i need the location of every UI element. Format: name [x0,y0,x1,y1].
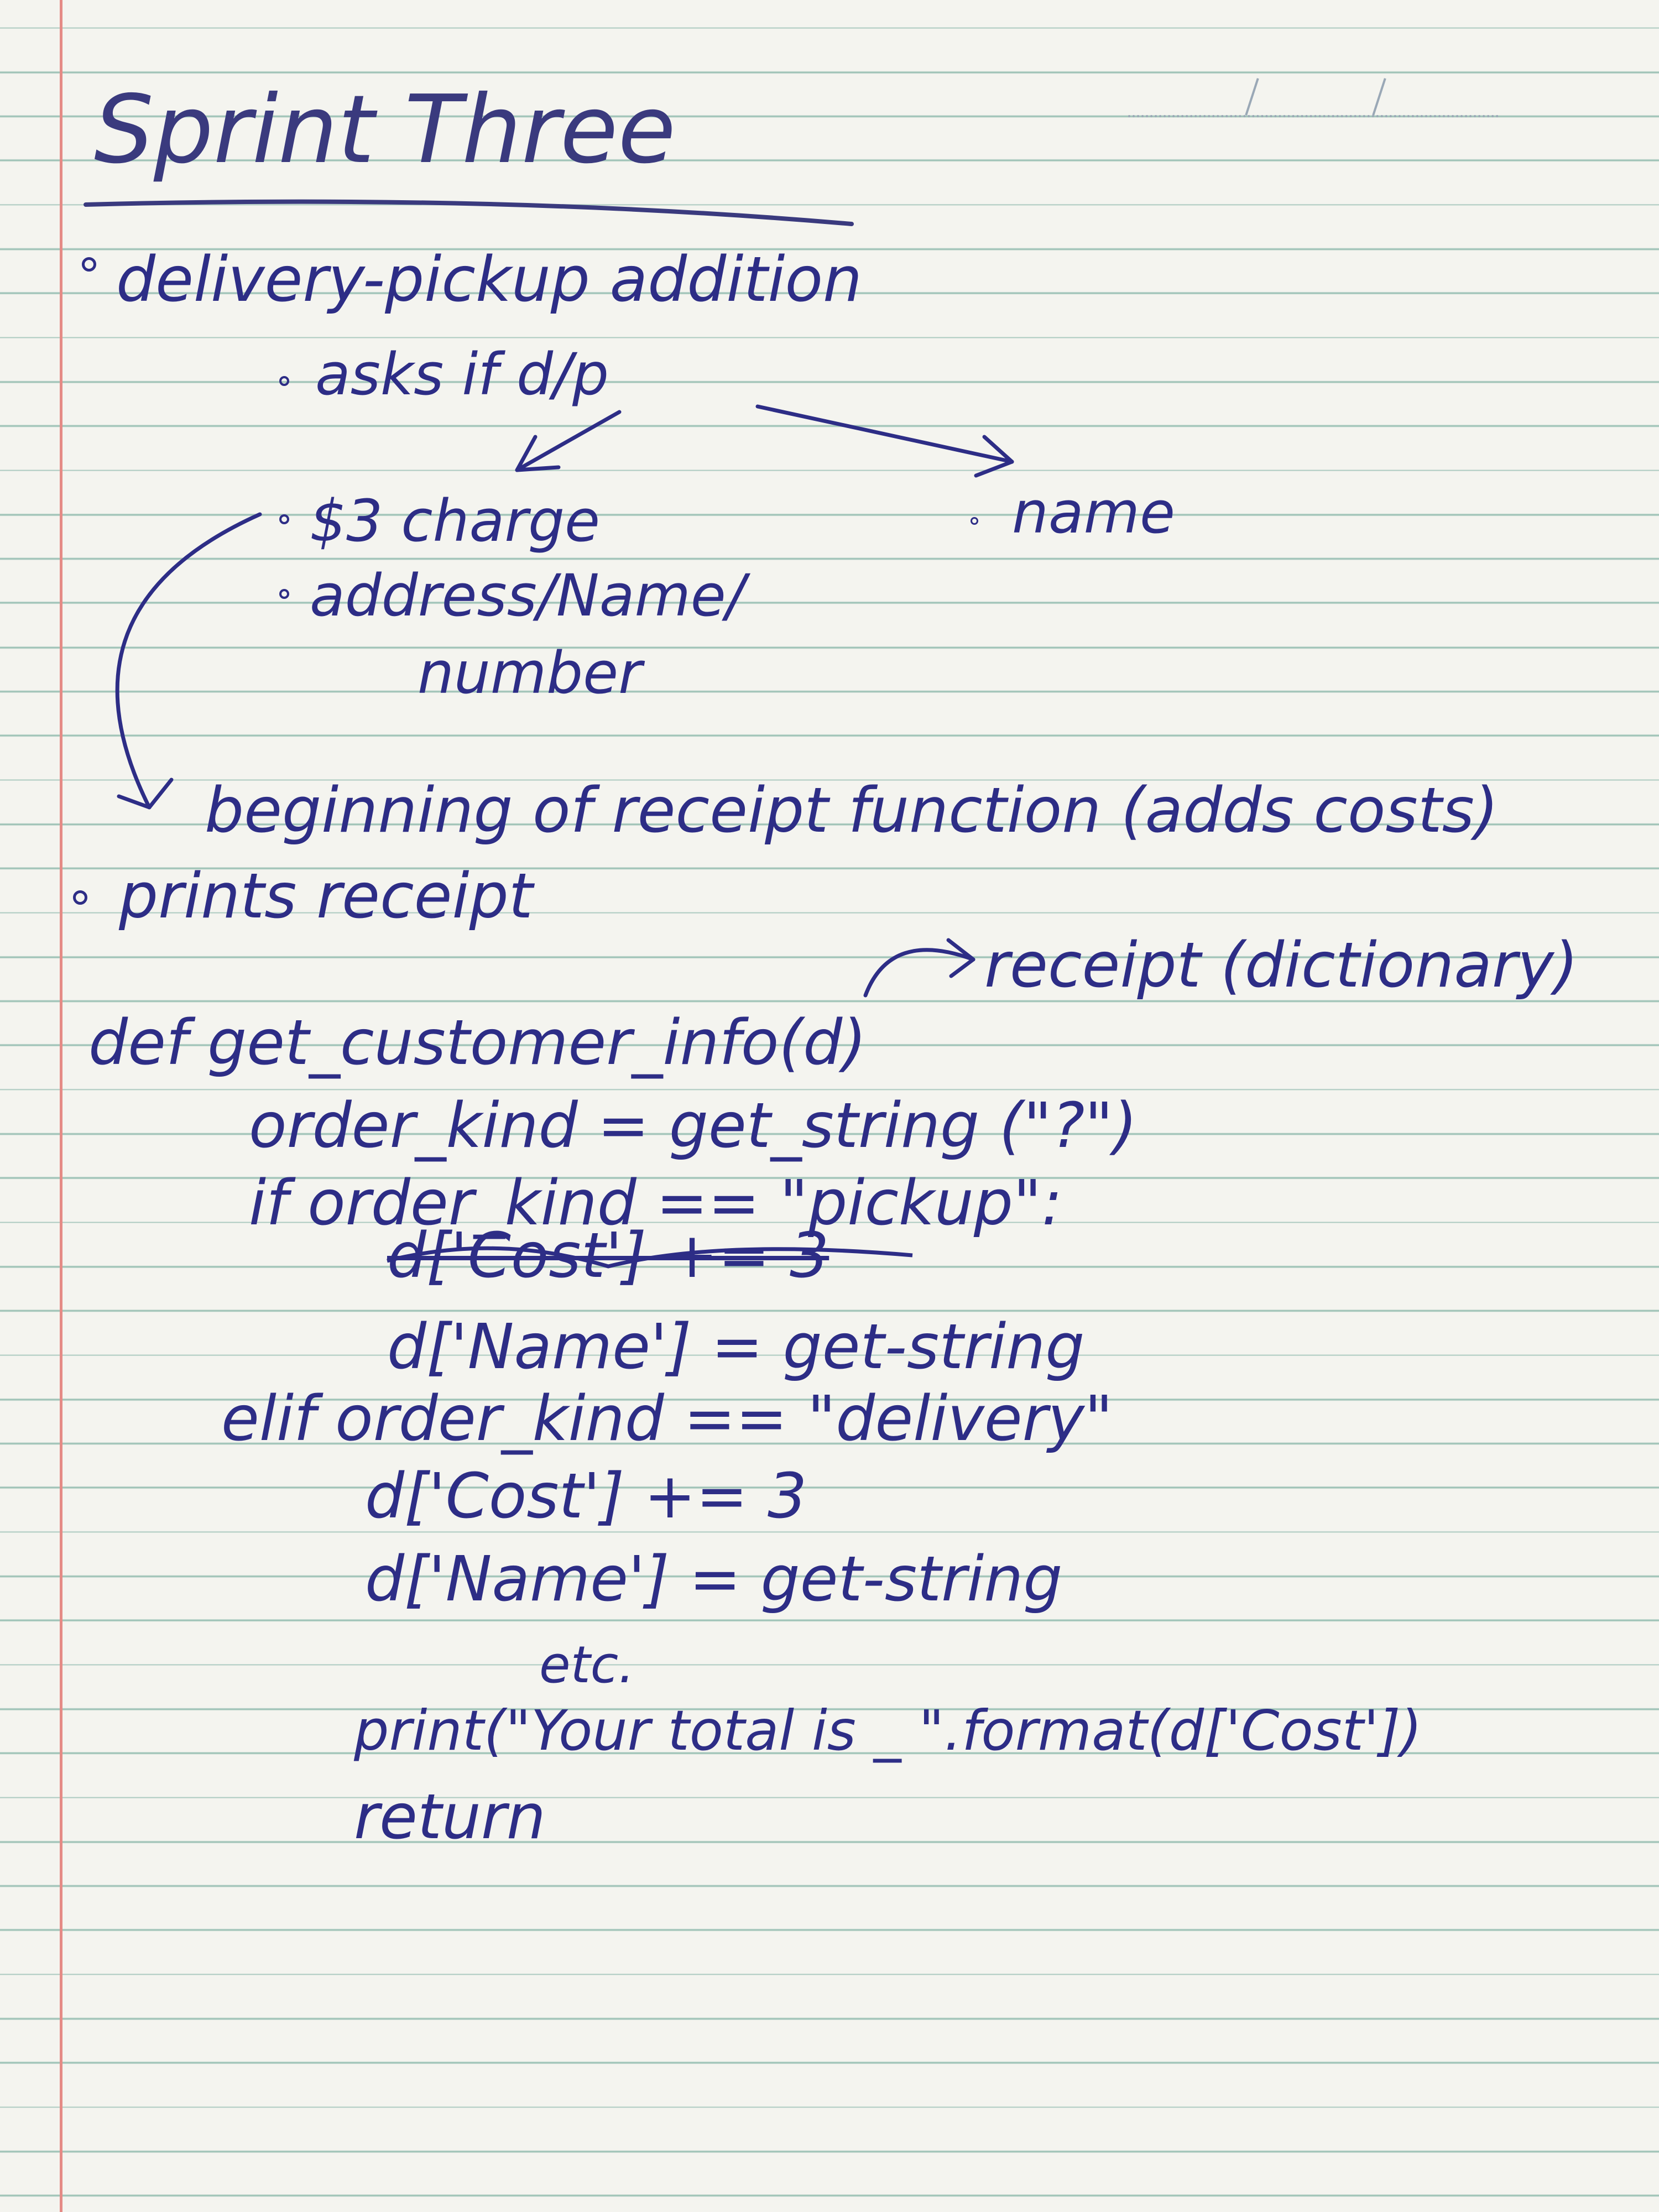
note-address: address/Name/ [310,562,745,629]
bullet [279,514,289,524]
code-line-if-pickup: if order_kind == "pickup": [249,1167,1063,1239]
code-line-print-total: print("Your total is _ ".format(d['Cost'… [354,1698,1422,1763]
code-line-etc: etc. [539,1635,635,1694]
code-line-delivery-cost: d['Cost'] += 3 [365,1460,807,1532]
note-receipt-dictionary: receipt (dictionary) [984,930,1578,1001]
code-line-struck-cost: d['Cost'] += 3 [387,1220,830,1292]
code-line-pickup-name: d['Name'] = get-string [387,1311,1085,1383]
note-asks-dp: asks if d/p [315,341,609,408]
note-delivery-pickup: delivery-pickup addition [116,244,862,316]
code-line-delivery-name: d['Name'] = get-string [365,1543,1063,1615]
code-line-order-kind: order_kind = get_string ("?") [249,1090,1138,1162]
note-receipt-begin: beginning of receipt function (adds cost… [205,775,1499,847]
note-number: number [418,639,642,707]
date-field-line [1128,115,1499,117]
bullet [971,517,978,525]
margin-line [60,0,62,2212]
page-title: Sprint Three [94,75,676,185]
note-prints-receipt: prints receipt [119,860,533,932]
code-line-def: def get_customer_info(d) [88,1007,867,1079]
bullet [73,890,87,905]
note-name: name [1012,479,1175,546]
code-line-return: return [354,1781,546,1853]
code-line-elif-delivery: elif order_kind == "delivery" [221,1383,1113,1455]
note-charge: $3 charge [310,487,600,555]
bullet [279,589,289,599]
bullet [82,257,96,272]
bullet [279,376,289,386]
